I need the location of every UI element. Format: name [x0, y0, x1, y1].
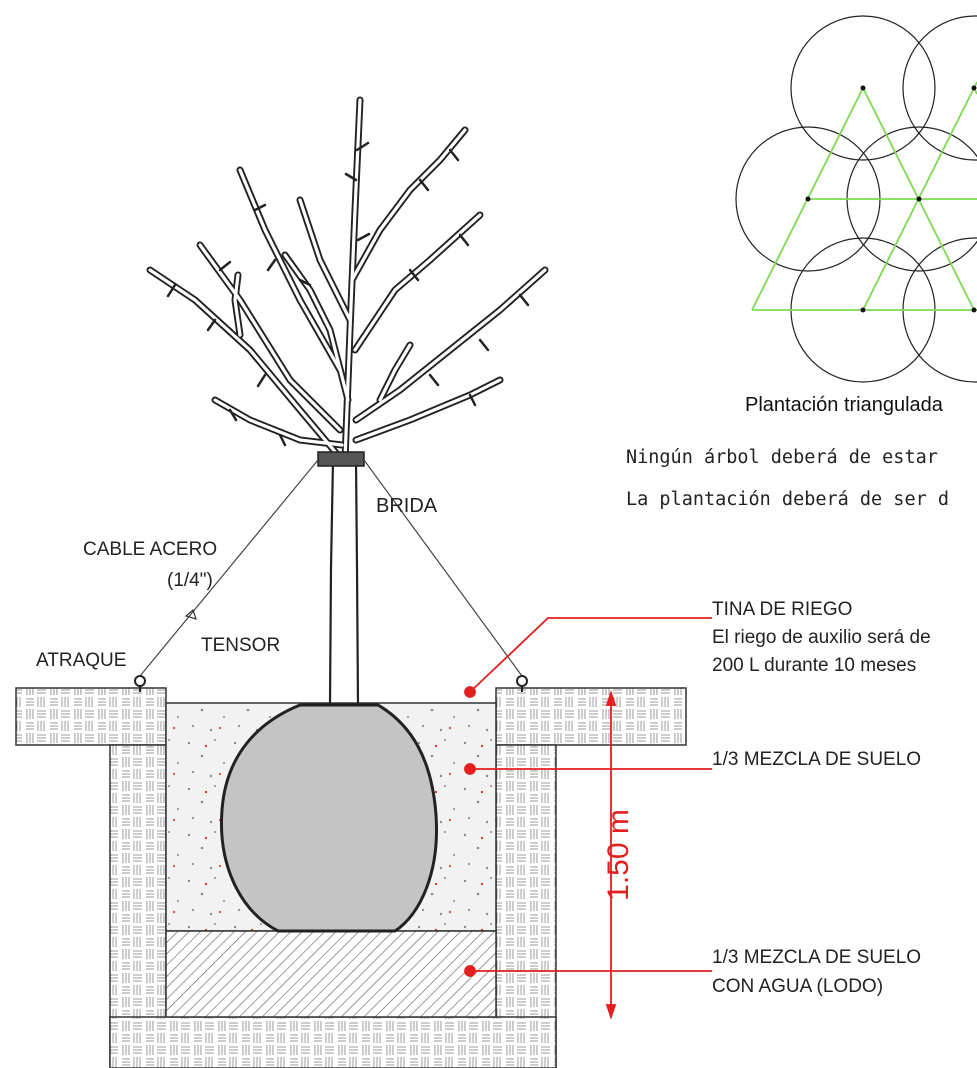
anchor-right — [516, 675, 528, 692]
tree-points — [805, 85, 977, 313]
pit-wall-right — [495, 744, 557, 1068]
label-mezcla2-line2: CON AGUA (LODO) — [712, 976, 883, 997]
anchor-left — [134, 675, 146, 692]
plan-note-1: Ningún árbol deberá de estar — [626, 447, 938, 468]
tensor-mark — [184, 608, 197, 620]
label-cable-line2: (1/4") — [167, 570, 213, 591]
root-ball — [220, 703, 439, 933]
depth-arrow-bottom — [605, 1004, 617, 1020]
depth-arrow-top — [605, 690, 617, 706]
ground-left — [15, 687, 167, 746]
brida-clamp — [317, 451, 365, 467]
steel-cable-left — [139, 459, 319, 677]
plan-note-2: La plantación deberá de ser d — [626, 489, 949, 510]
plan-caption: Plantación triangulada — [745, 394, 944, 416]
leader-mezcla1-dot — [464, 763, 476, 775]
label-atraque: ATRAQUE — [36, 650, 126, 671]
ground-right — [495, 687, 687, 746]
label-brida: BRIDA — [376, 495, 438, 517]
label-depth: 1.50 m — [602, 809, 635, 901]
red-leaders — [464, 617, 712, 1020]
leader-tina-dot — [464, 686, 476, 698]
leader-mezcla2-dot — [464, 965, 476, 977]
label-mezcla1: 1/3 MEZCLA DE SUELO — [712, 749, 921, 770]
tree — [146, 96, 549, 707]
plan-view — [735, 15, 977, 383]
label-cable-line1: CABLE ACERO — [83, 539, 217, 560]
leader-tina — [469, 617, 712, 693]
label-tina-title: TINA DE RIEGO — [712, 599, 852, 620]
label-mezcla2-line1: 1/3 MEZCLA DE SUELO — [712, 947, 921, 968]
mud-layer — [165, 930, 497, 1018]
label-tensor: TENSOR — [201, 635, 280, 656]
support-system — [134, 451, 528, 692]
label-tina-desc2: 200 L durante 10 meses — [712, 655, 916, 676]
label-tina-desc1: El riego de auxilio será de — [712, 627, 931, 648]
triangulation-grid — [751, 81, 977, 311]
pit-bottom — [109, 1016, 557, 1068]
pit-wall-left — [109, 744, 167, 1068]
steel-cable-right — [363, 459, 523, 677]
